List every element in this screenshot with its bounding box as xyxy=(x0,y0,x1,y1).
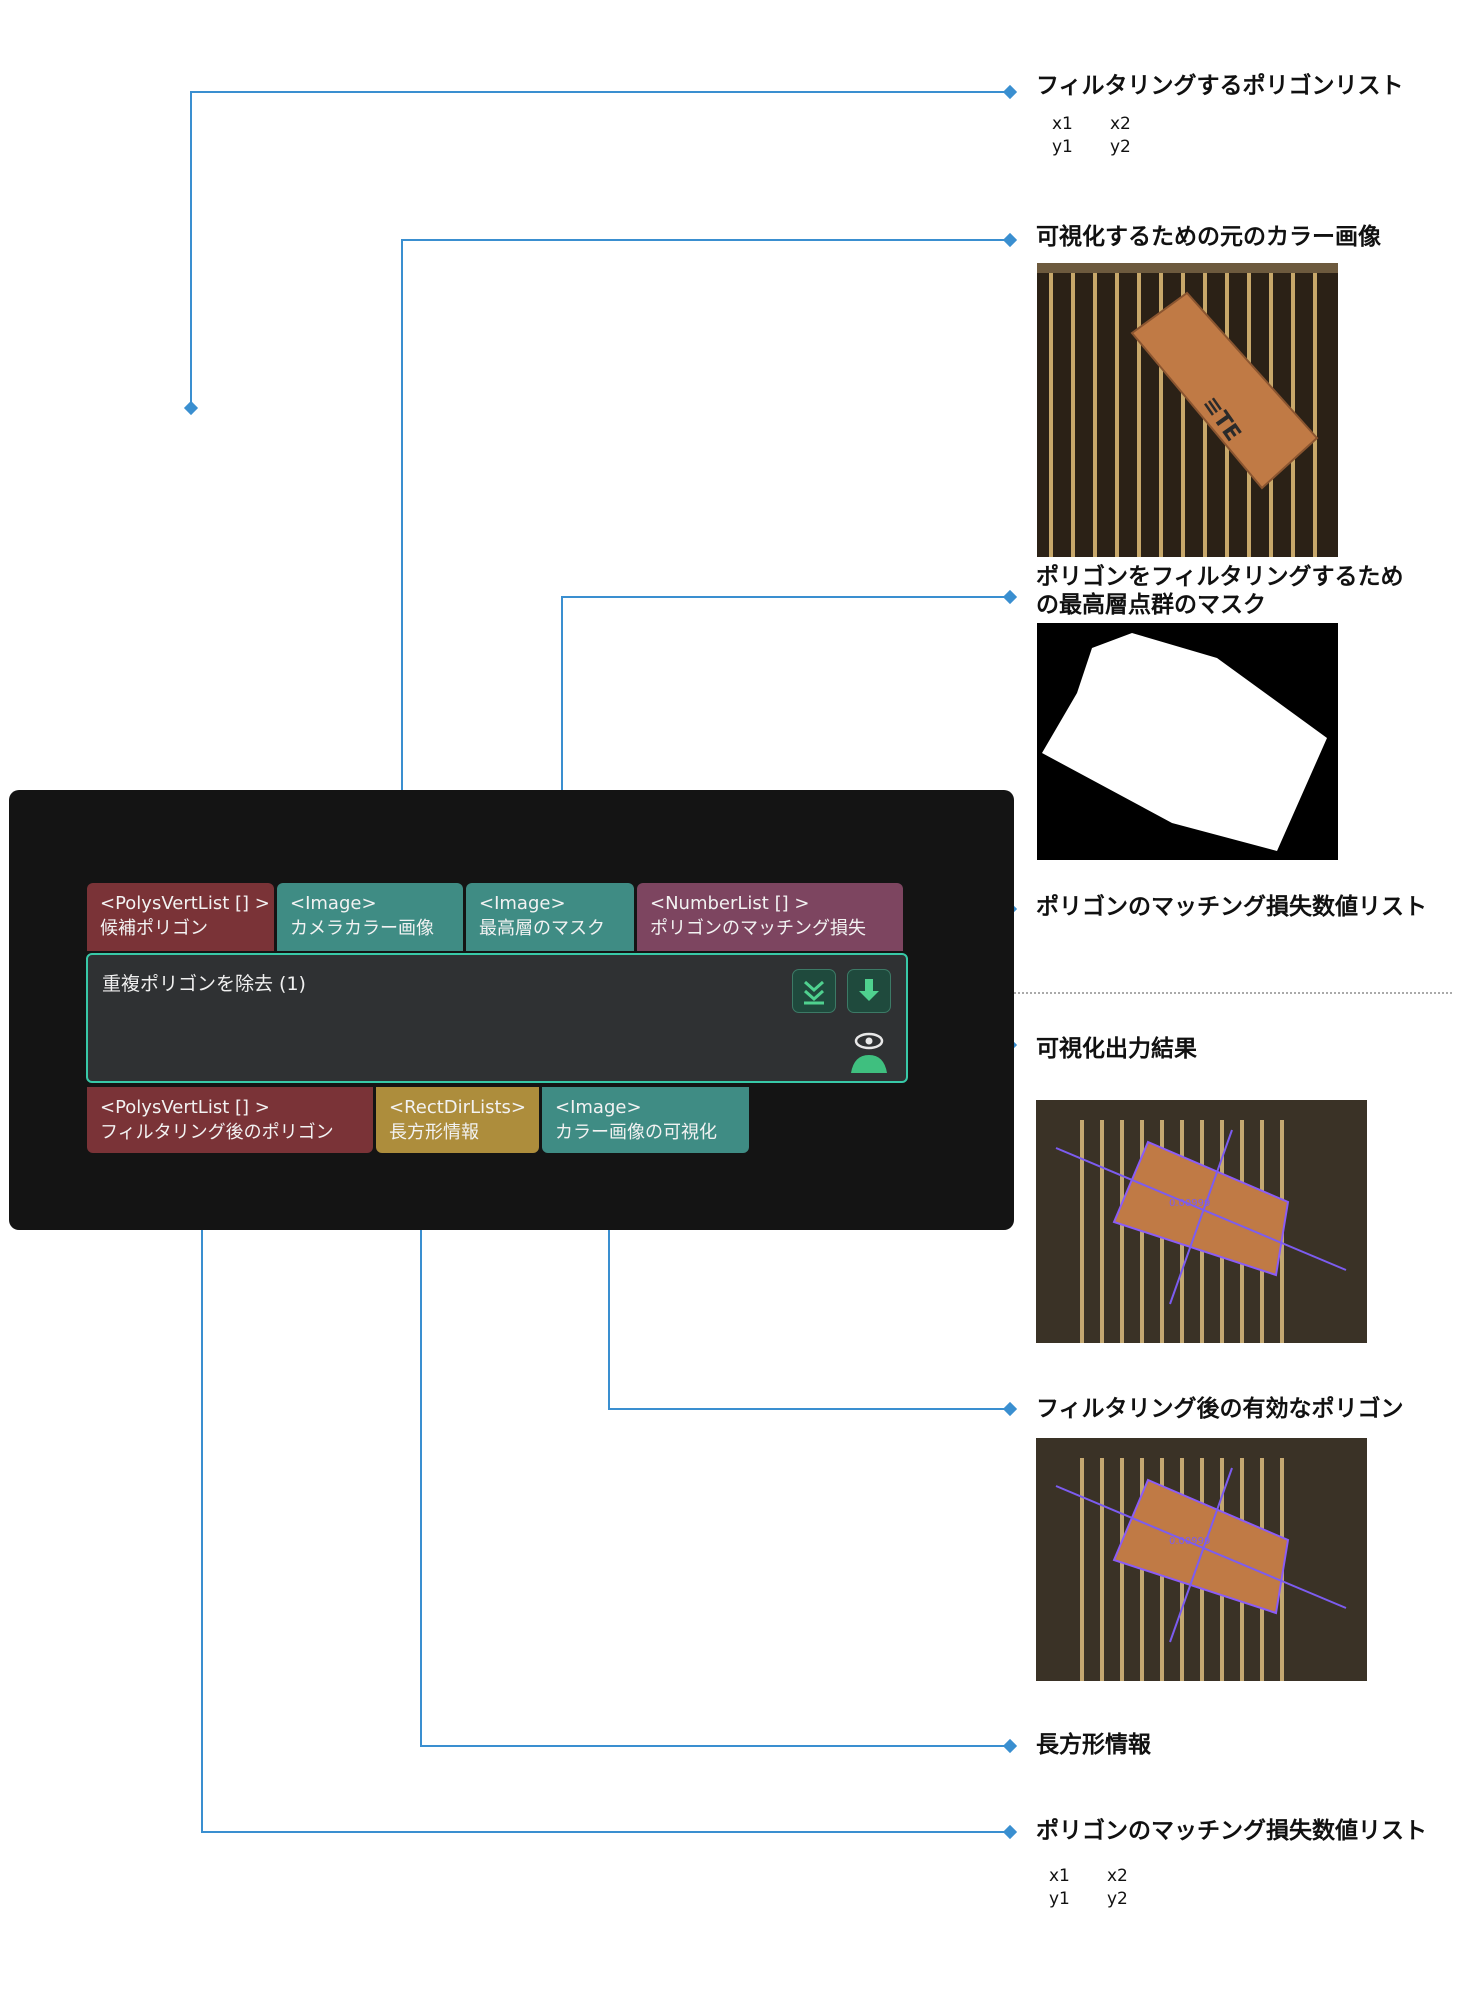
wire-valid-polys xyxy=(609,1200,1010,1409)
valid-polys-thumbnail: 0.00999 xyxy=(1036,1438,1367,1681)
input-port-top-layer-mask[interactable]: <Image> 最高層のマスク xyxy=(466,883,634,951)
svg-text:0.00999: 0.00999 xyxy=(1169,1536,1210,1547)
wire-color-image xyxy=(402,240,1010,876)
port-type: <NumberList [] > xyxy=(650,891,893,916)
output-port-rect-info[interactable]: <RectDirLists> 長方形情報 xyxy=(376,1087,539,1153)
wire-rect-info xyxy=(421,1200,1010,1746)
port-label: 最高層のマスク xyxy=(479,916,624,941)
annotation-vis-result-title: 可視化出力結果 xyxy=(1036,1035,1197,1064)
annotation-color-image-title: 可視化するための元のカラー画像 xyxy=(1036,223,1381,252)
visualize-eye-icon[interactable] xyxy=(846,1029,892,1075)
annotation-mask-title: ポリゴンをフィルタリングするため の最高層点群のマスク xyxy=(1036,563,1404,619)
annotation-loss-list-in-title: ポリゴンのマッチング損失数値リスト xyxy=(1036,893,1427,922)
svg-text:0.00999: 0.00999 xyxy=(1169,1198,1210,1209)
port-type: <PolysVertList [] > xyxy=(100,891,264,916)
wire-loss-list-out xyxy=(202,1200,1010,1832)
wire-poly-list xyxy=(191,92,1010,408)
port-label: 長方形情報 xyxy=(389,1120,529,1145)
input-port-matching-loss[interactable]: <NumberList [] > ポリゴンのマッチング損失 xyxy=(637,883,903,951)
collapse-icon[interactable] xyxy=(792,969,836,1013)
port-label: ポリゴンのマッチング損失 xyxy=(650,916,893,941)
annotation-valid-polys-title: フィルタリング後の有効なポリゴン xyxy=(1036,1395,1404,1424)
port-type: <PolysVertList [] > xyxy=(100,1095,363,1120)
port-type: <RectDirLists> xyxy=(389,1095,529,1120)
annotation-loss-list-out-title: ポリゴンのマッチング損失数値リスト xyxy=(1036,1817,1427,1846)
output-port-filtered-polygons[interactable]: <PolysVertList [] > フィルタリング後のポリゴン xyxy=(87,1087,373,1153)
port-label: 候補ポリゴン xyxy=(100,916,264,941)
annotation-poly-list-title: フィルタリングするポリゴンリスト xyxy=(1036,72,1404,101)
download-icon[interactable] xyxy=(847,969,891,1013)
input-port-camera-color-image[interactable]: <Image> カメラカラー画像 xyxy=(277,883,463,951)
port-label: カメラカラー画像 xyxy=(290,916,453,941)
node-remove-duplicate-polygons[interactable]: 重複ポリゴンを除去 (1) xyxy=(86,953,908,1083)
port-type: <Image> xyxy=(479,891,624,916)
port-label: カラー画像の可視化 xyxy=(555,1120,739,1145)
mask-image-thumbnail xyxy=(1037,623,1338,860)
port-label: フィルタリング後のポリゴン xyxy=(100,1120,363,1145)
port-type: <Image> xyxy=(555,1095,739,1120)
vis-result-thumbnail: 0.00999 xyxy=(1036,1100,1367,1343)
input-port-candidate-polygons[interactable]: <PolysVertList [] > 候補ポリゴン xyxy=(87,883,274,951)
color-image-thumbnail: ≡TE xyxy=(1037,263,1338,557)
node-title: 重複ポリゴンを除去 (1) xyxy=(102,969,306,996)
output-port-color-image-visualization[interactable]: <Image> カラー画像の可視化 xyxy=(542,1087,749,1153)
port-type: <Image> xyxy=(290,891,453,916)
annotation-rect-info-title: 長方形情報 xyxy=(1036,1731,1151,1760)
